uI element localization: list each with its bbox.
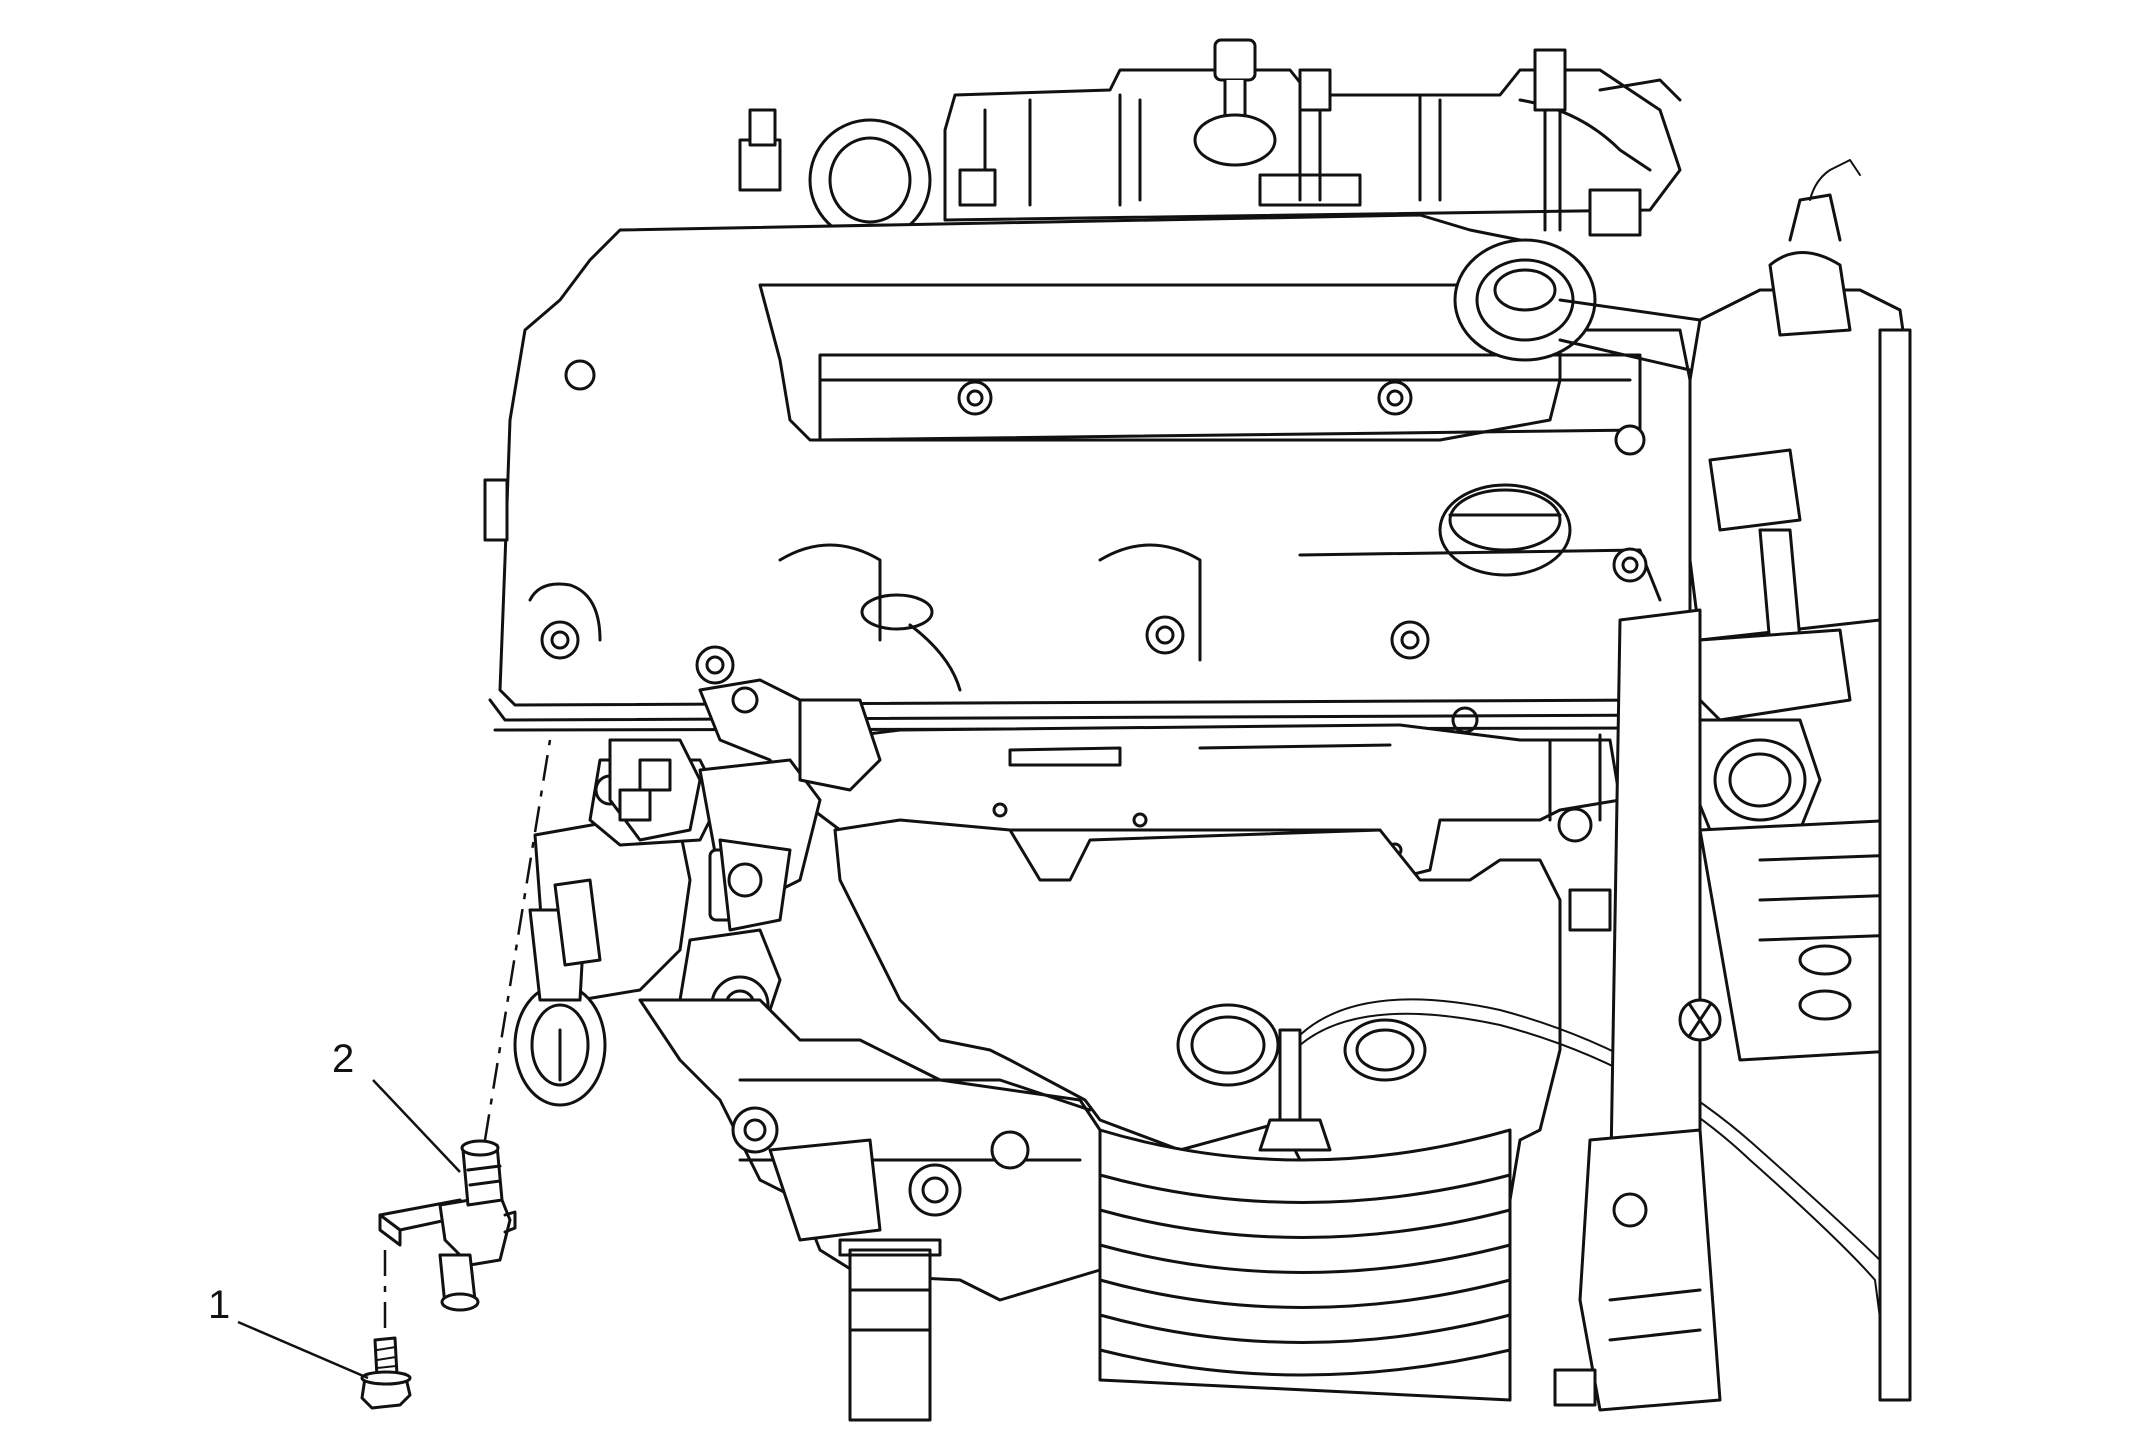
fuel-pump-area xyxy=(608,698,882,932)
engine-assembly xyxy=(483,38,1912,1422)
intake-manifold xyxy=(738,38,1682,242)
exhaust-manifold xyxy=(833,818,1906,1396)
leader-line-1 xyxy=(237,1320,369,1380)
install-line-upper xyxy=(483,739,552,1141)
mounting-bolt xyxy=(360,1336,412,1410)
engine-block xyxy=(638,998,1102,1422)
catalytic-converter xyxy=(1098,1128,1512,1402)
leader-line-2 xyxy=(372,1079,461,1173)
callout-label-2: 2 xyxy=(332,1037,354,1081)
camshaft-position-sensor xyxy=(378,1139,517,1312)
callout-label-1: 1 xyxy=(208,1283,230,1327)
cam-cover xyxy=(483,213,1692,732)
right-side-components xyxy=(1553,159,1912,1412)
